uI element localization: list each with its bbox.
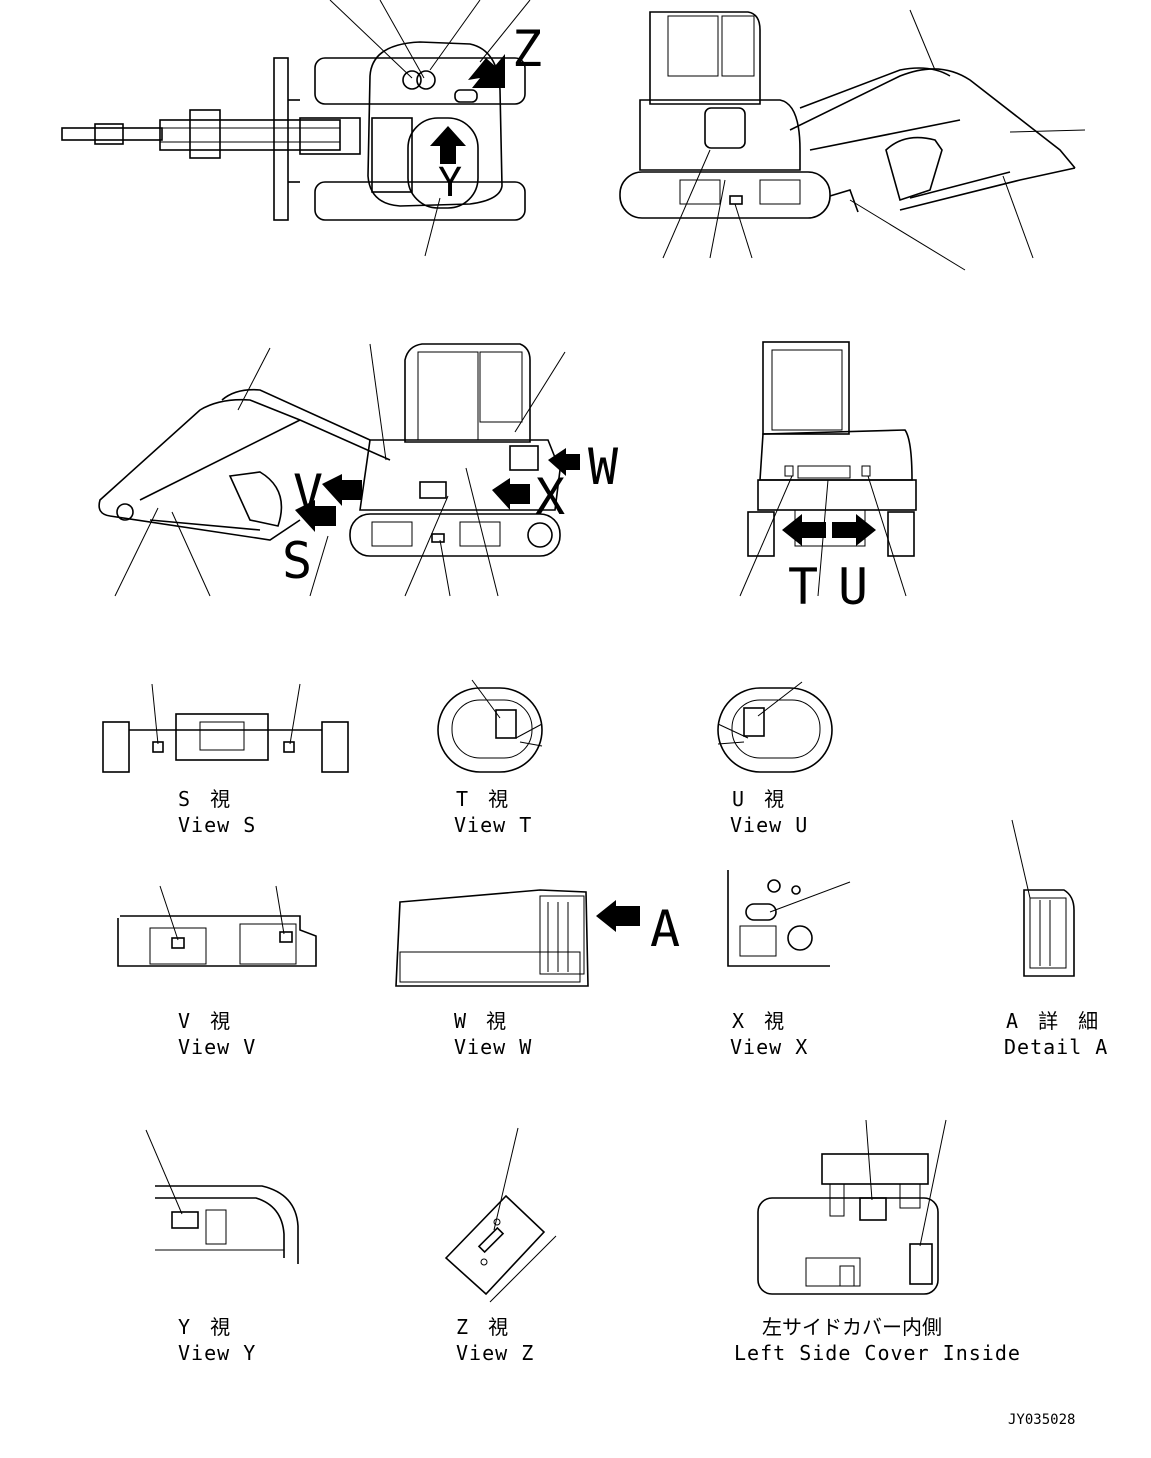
right-side-view-drawing: [619, 9, 1086, 271]
arrow-label-v: V: [293, 464, 323, 522]
view-w-caption-jp: W 視: [454, 1009, 510, 1033]
view-w-caption-en: View W: [454, 1035, 532, 1059]
view-w-drawing: [395, 889, 640, 987]
view-x-caption-jp: X 視: [732, 1009, 788, 1033]
cover-caption-en: Left Side Cover Inside: [734, 1341, 1021, 1365]
view-v-caption-jp: V 視: [178, 1009, 234, 1033]
top-view-drawing: [61, 0, 531, 257]
view-z-caption-jp: Z 視: [456, 1315, 512, 1339]
view-u-caption-en: View U: [730, 813, 808, 837]
view-u-drawing: [717, 681, 833, 773]
view-z-caption-en: View Z: [456, 1341, 534, 1365]
rear-view-drawing: [739, 341, 917, 597]
view-t-caption-jp: T 視: [456, 787, 512, 811]
detail-a-caption-en: Detail A: [1004, 1035, 1108, 1059]
detail-a-drawing: [1011, 819, 1075, 977]
view-z-drawing: [444, 1127, 557, 1303]
view-t-caption-en: View T: [454, 813, 532, 837]
view-y-drawing: [145, 1129, 299, 1264]
view-u-caption-jp: U 視: [732, 787, 788, 811]
cover-caption-jp: 左サイドカバー内側: [762, 1315, 942, 1339]
side-cover-drawing: [757, 1119, 947, 1295]
drawing-number: JY035028: [1008, 1412, 1075, 1428]
view-s-drawing: [102, 683, 349, 773]
arrow-label-t: T: [788, 558, 818, 616]
arrow-label-x: X: [535, 468, 565, 526]
view-v-caption-en: View V: [178, 1035, 256, 1059]
arrow-label-s: S: [282, 532, 312, 590]
arrow-label-a: A: [650, 900, 680, 958]
view-y-caption-en: View Y: [178, 1341, 256, 1365]
arrow-label-w: W: [588, 438, 619, 496]
arrow-label-u: U: [838, 558, 868, 616]
view-t-drawing: [437, 679, 543, 773]
arrow-label-y: Y: [438, 160, 462, 206]
view-x-caption-en: View X: [730, 1035, 808, 1059]
view-v-drawing: [117, 885, 317, 967]
detail-a-caption-jp: A 詳 細: [1006, 1009, 1102, 1033]
view-y-caption-jp: Y 視: [178, 1315, 234, 1339]
arrow-label-z: Z: [512, 20, 542, 78]
view-s-caption-jp: S 視: [178, 787, 234, 811]
left-side-view-drawing: [98, 343, 580, 597]
view-x-drawing: [727, 870, 851, 967]
view-s-caption-en: View S: [178, 813, 256, 837]
